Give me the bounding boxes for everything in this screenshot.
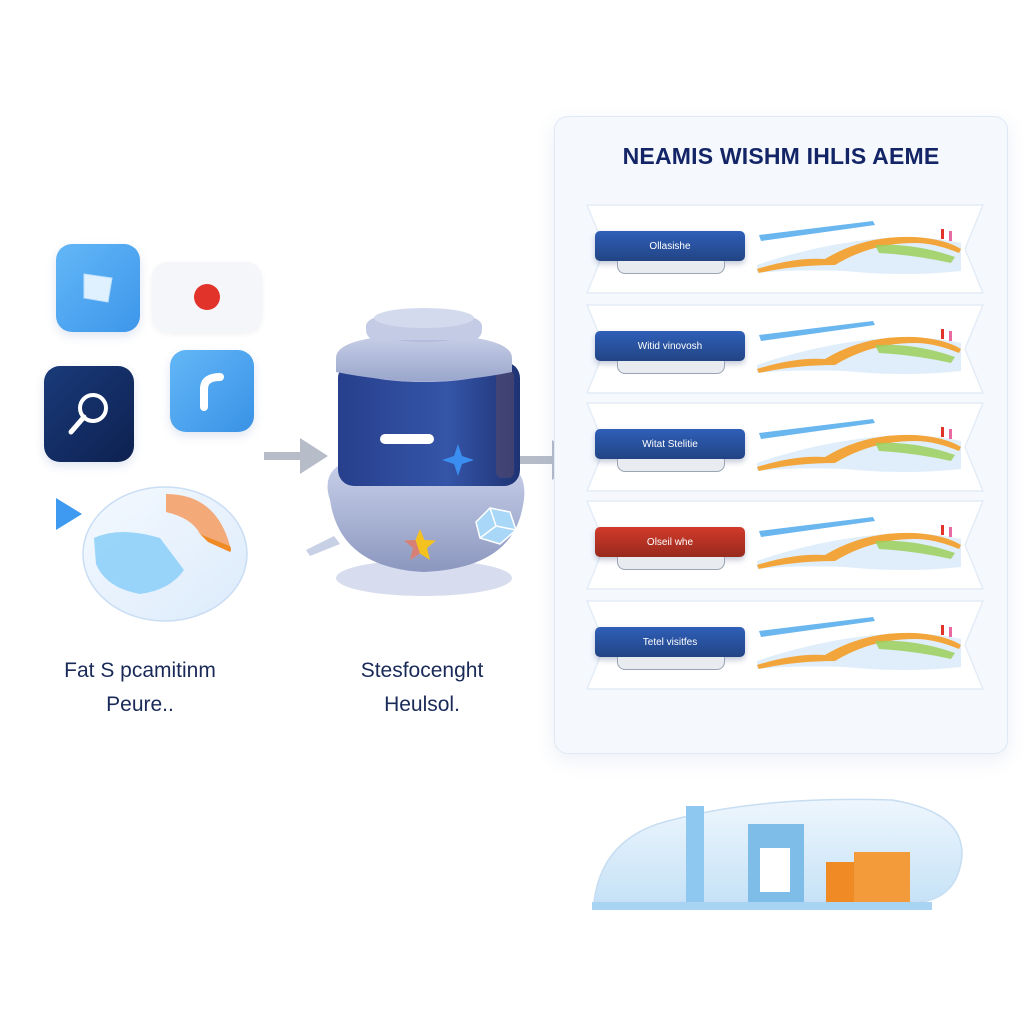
center-caption-line2: Heulsol. (384, 693, 460, 716)
wave-chart-icon (757, 419, 961, 472)
panel-row[interactable]: Witid vinovosh (583, 301, 995, 397)
row-chip: Olseil whe (595, 527, 745, 557)
wave-chart-icon (757, 617, 961, 670)
arrow-right-icon (264, 438, 328, 474)
row-chip: Witat Stelitie (595, 429, 745, 459)
sparkle-icon (442, 444, 474, 476)
row-chip-base (617, 361, 725, 374)
row-chip: Ollasishe (595, 231, 745, 261)
row-chip: Witid vinovosh (595, 331, 745, 361)
square-icon (83, 273, 113, 303)
row-chip-base (617, 657, 725, 670)
center-caption: Stesfocenght Heulsol. (302, 654, 542, 722)
processor-machine-icon (306, 308, 525, 596)
panel-title: NEAMIS WISHM IHLIS AEME (622, 143, 940, 169)
tile-curve[interactable] (170, 350, 254, 432)
row-chip-base (617, 459, 725, 472)
left-caption: Fat S pcamitinm Peure.. (20, 654, 260, 722)
row-chip-base (617, 557, 725, 570)
bar-building-icon (592, 798, 963, 910)
panel-row[interactable]: Ollasishe (583, 201, 995, 297)
row-chip: Tetel visitfes (595, 627, 745, 657)
play-icon (56, 498, 82, 530)
tile-square[interactable] (56, 244, 140, 332)
panel-row[interactable]: Tetel visitfes (583, 597, 995, 693)
wave-chart-icon (757, 321, 961, 374)
crystal-icon (475, 507, 517, 545)
tile-search[interactable] (44, 366, 134, 462)
row-chip-base (617, 261, 725, 274)
left-caption-line1: Fat S pcamitinm (64, 659, 216, 682)
wave-chart-icon (757, 221, 961, 274)
left-caption-line2: Peure.. (106, 693, 174, 716)
panel-row[interactable]: Witat Stelitie (583, 399, 995, 495)
curve-icon (200, 373, 224, 411)
center-caption-line1: Stesfocenght (360, 659, 484, 682)
chart-bubble-icon (82, 486, 248, 622)
panel-row[interactable]: Olseil whe (583, 497, 995, 593)
record-dot-icon (194, 284, 220, 310)
wave-chart-icon (757, 517, 961, 570)
star-icon (404, 529, 436, 560)
tile-record[interactable] (152, 262, 262, 332)
search-icon (68, 393, 108, 435)
